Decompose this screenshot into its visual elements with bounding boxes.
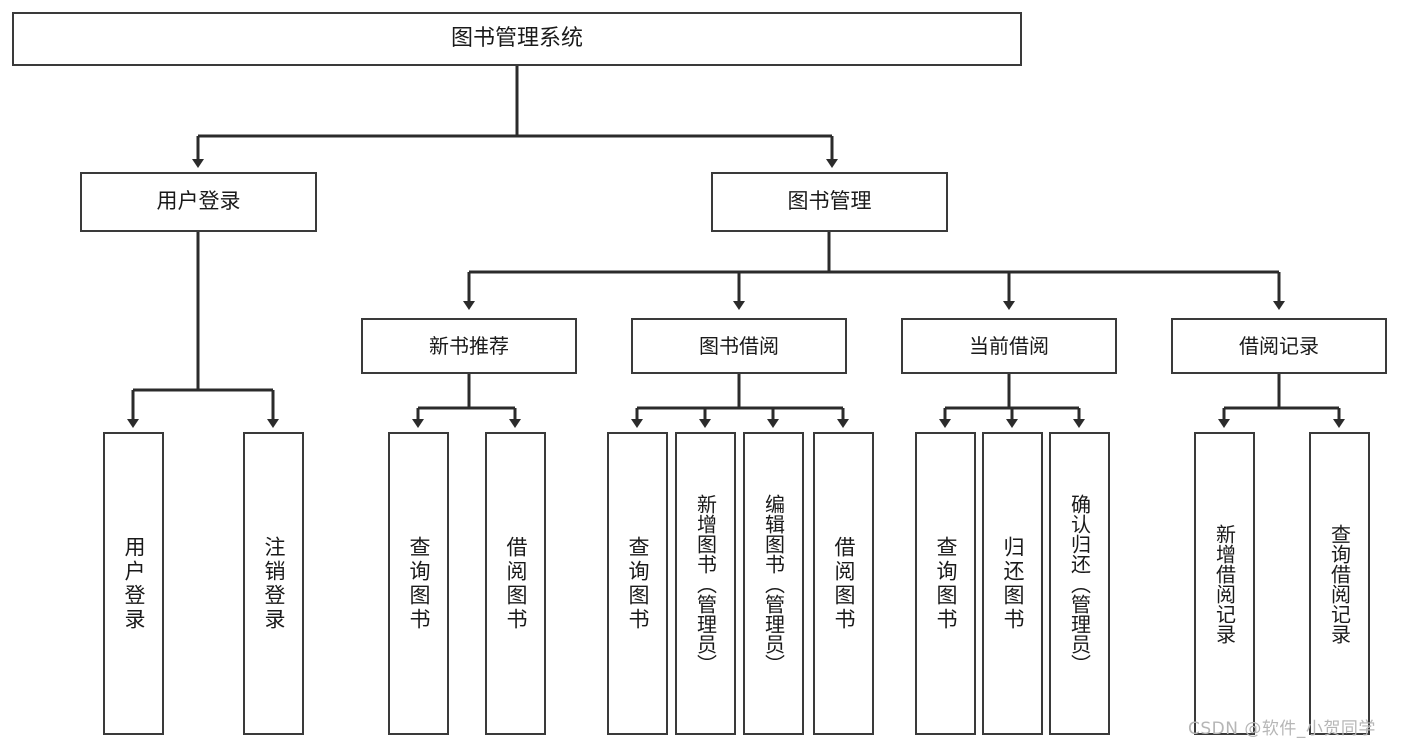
node-leaf-query-book-2-label: 查询图书	[626, 535, 650, 632]
node-user-login[interactable]: 用户登录	[80, 172, 317, 232]
node-leaf-edit-book-label: 编辑图书（管理员）	[761, 493, 786, 674]
node-leaf-user-logout[interactable]: 注销登录	[243, 432, 304, 735]
node-leaf-query-book-3[interactable]: 查询图书	[915, 432, 976, 735]
node-book-management-label: 图书管理	[787, 189, 872, 214]
node-leaf-user-login-label: 用户登录	[122, 535, 146, 632]
node-leaf-add-book[interactable]: 新增图书（管理员）	[675, 432, 736, 735]
node-leaf-confirm-return[interactable]: 确认归还（管理员）	[1049, 432, 1110, 735]
node-leaf-edit-book[interactable]: 编辑图书（管理员）	[743, 432, 804, 735]
node-book-management[interactable]: 图书管理	[711, 172, 948, 232]
node-current-borrow-label: 当前借阅	[969, 333, 1049, 358]
node-leaf-query-book-1-label: 查询图书	[407, 535, 431, 632]
node-leaf-query-book-2[interactable]: 查询图书	[607, 432, 668, 735]
node-leaf-user-login[interactable]: 用户登录	[103, 432, 164, 735]
node-borrow-record-label: 借阅记录	[1239, 333, 1319, 358]
node-root[interactable]: 图书管理系统	[12, 12, 1022, 66]
csdn-watermark: CSDN @软件_小贺同学	[1188, 719, 1376, 739]
node-borrow-record[interactable]: 借阅记录	[1171, 318, 1387, 374]
node-book-borrow[interactable]: 图书借阅	[631, 318, 847, 374]
node-leaf-add-book-label: 新增图书（管理员）	[693, 493, 718, 674]
node-leaf-query-book-3-label: 查询图书	[934, 535, 958, 632]
node-leaf-confirm-return-label: 确认归还（管理员）	[1067, 493, 1092, 674]
node-leaf-borrow-book-2[interactable]: 借阅图书	[813, 432, 874, 735]
node-leaf-borrow-book-1-label: 借阅图书	[504, 535, 528, 632]
node-leaf-return-book-label: 归还图书	[1001, 535, 1025, 632]
node-leaf-add-record-label: 新增借阅记录	[1212, 523, 1237, 644]
node-leaf-borrow-book-2-label: 借阅图书	[832, 535, 856, 632]
node-new-book-recommend[interactable]: 新书推荐	[361, 318, 577, 374]
node-leaf-query-record-label: 查询借阅记录	[1327, 523, 1352, 644]
node-leaf-query-book-1[interactable]: 查询图书	[388, 432, 449, 735]
node-leaf-borrow-book-1[interactable]: 借阅图书	[485, 432, 546, 735]
node-leaf-return-book[interactable]: 归还图书	[982, 432, 1043, 735]
node-book-borrow-label: 图书借阅	[699, 333, 779, 358]
node-root-label: 图书管理系统	[450, 25, 583, 51]
node-new-book-recommend-label: 新书推荐	[429, 333, 509, 358]
node-leaf-query-record[interactable]: 查询借阅记录	[1309, 432, 1370, 735]
node-user-login-label: 用户登录	[156, 189, 241, 214]
node-current-borrow[interactable]: 当前借阅	[901, 318, 1117, 374]
node-leaf-user-logout-label: 注销登录	[262, 535, 286, 632]
node-leaf-add-record[interactable]: 新增借阅记录	[1194, 432, 1255, 735]
